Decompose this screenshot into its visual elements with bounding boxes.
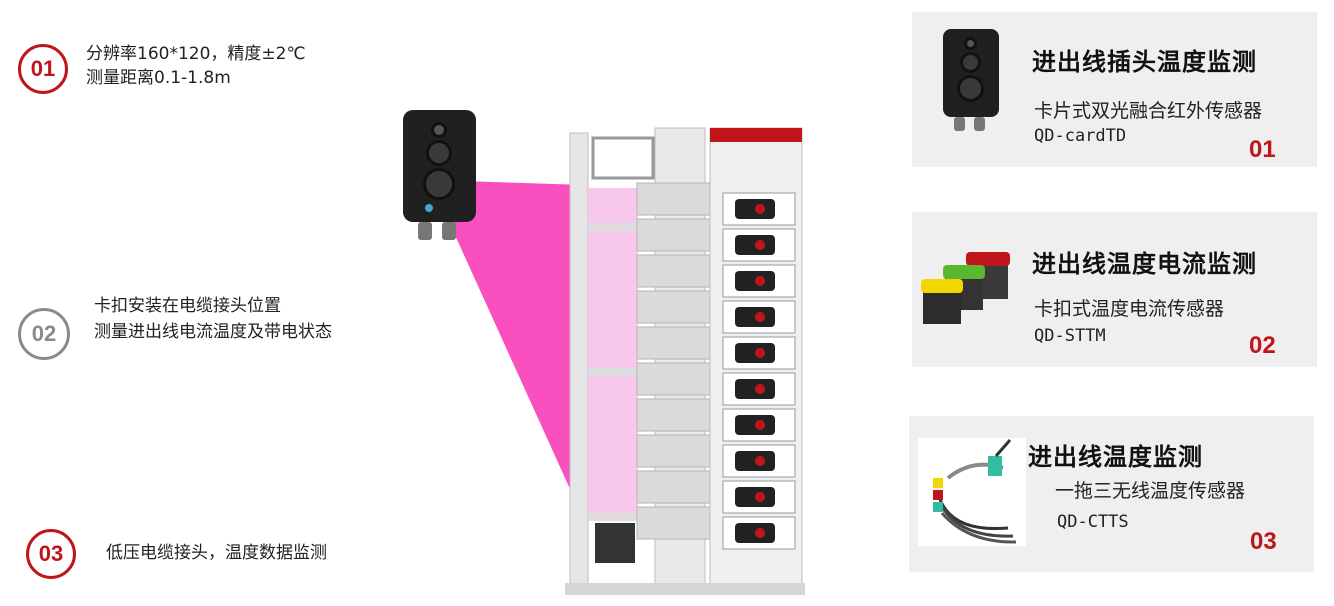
infrared-camera-icon xyxy=(943,29,999,117)
card-01-number: 01 xyxy=(1249,136,1276,163)
feature-01-line2: 测量距离0.1-1.8m xyxy=(86,68,231,88)
feature-01-number: 01 xyxy=(18,44,68,94)
card-03-subtitle: 一拖三无线温度传感器 xyxy=(1055,480,1246,502)
product-card-01: 进出线插头温度监测 卡片式双光融合红外传感器 QD-cardTD 01 xyxy=(912,12,1317,167)
infrared-camera-icon xyxy=(403,110,476,222)
product-card-03: 进出线温度监测 一拖三无线温度传感器 QD-CTTS 03 xyxy=(909,416,1314,572)
card-03-number: 03 xyxy=(1250,528,1277,555)
feature-02-number: 02 xyxy=(18,308,70,360)
feature-01-line1: 分辨率160*120，精度±2℃ xyxy=(86,44,306,64)
card-03-title: 进出线温度监测 xyxy=(1028,443,1203,471)
feature-02-line2: 测量进出线电流温度及带电状态 xyxy=(94,322,332,342)
feature-02-line1: 卡扣安装在电缆接头位置 xyxy=(94,296,281,316)
wireless-sensor-icon xyxy=(933,439,1017,544)
card-01-model: QD-cardTD xyxy=(1034,126,1127,146)
card-02-subtitle: 卡扣式温度电流传感器 xyxy=(1034,298,1225,320)
infrared-beam xyxy=(430,180,585,522)
card-01-title: 进出线插头温度监测 xyxy=(1032,48,1257,76)
card-02-number: 02 xyxy=(1249,332,1276,359)
clip-sensor-icon xyxy=(921,252,1010,324)
feature-03-line1: 低压电缆接头，温度数据监测 xyxy=(106,543,327,563)
card-02-model: QD-STTM xyxy=(1034,326,1106,346)
card-03-model: QD-CTTS xyxy=(1057,512,1129,532)
switchgear-cabinet-icon xyxy=(565,127,805,595)
feature-03-number: 03 xyxy=(26,529,76,579)
product-card-02: 进出线温度电流监测 卡扣式温度电流传感器 QD-STTM 02 xyxy=(912,212,1317,367)
card-02-title: 进出线温度电流监测 xyxy=(1032,250,1257,278)
card-01-subtitle: 卡片式双光融合红外传感器 xyxy=(1034,100,1263,122)
